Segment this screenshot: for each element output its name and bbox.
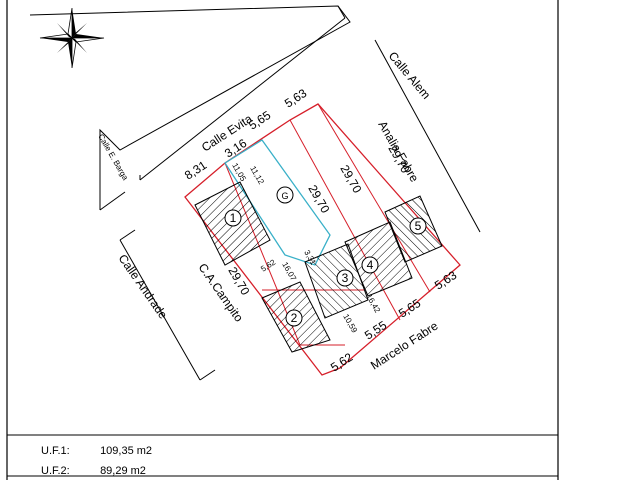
dim-bottom-5-62: 5,62 [328, 350, 355, 375]
lot-label-5: 5 [415, 219, 422, 233]
street-line-alem [374, 39, 481, 233]
lot-label-3: 3 [342, 271, 349, 285]
street-label-andrade: Calle Andrade [116, 252, 171, 322]
dim-right-29-70: 29,70 [337, 163, 364, 196]
lot-label-2: 2 [291, 311, 298, 325]
street-line-2 [139, 17, 346, 181]
street-line-5 [119, 229, 136, 241]
dim-top-5-63: 5,63 [282, 86, 309, 111]
lot-marker-1 [224, 209, 242, 227]
legend-label: U.F.1: [41, 445, 70, 457]
building-lot-4 [344, 221, 413, 297]
legend-value: 109,35 m2 [100, 445, 153, 457]
street-line-6 [199, 369, 216, 381]
dim-small-10-59: 10,59 [341, 313, 359, 335]
dim-bottom-5-63: 5,63 [432, 268, 459, 293]
dim-small-16-42: 16,42 [364, 293, 382, 315]
legend-label: U.F.2: [41, 465, 70, 477]
dim-top-8-31: 8,31 [182, 158, 209, 183]
lot-marker-g [276, 186, 294, 204]
street-line-evita [29, 5, 351, 210]
lot-marker-4 [361, 256, 379, 274]
lot-marker-3 [336, 269, 354, 287]
dim-bottom-5-55: 5,55 [362, 318, 389, 343]
street-label-barga: Calle E. Barga [96, 133, 130, 183]
dim-small-11-12: 11,12 [248, 165, 266, 187]
area-legend-row-2: U.F.2: 89,29 m2 [41, 465, 146, 477]
lot-label-g: G [281, 191, 288, 201]
street-line-1 [337, 5, 346, 19]
dim-small-5-62: 5,62 [259, 257, 277, 273]
dim-small-16-07: 16,07 [280, 261, 298, 283]
common-area-g [224, 139, 331, 266]
building-lot-3 [304, 243, 369, 319]
lot-label-1: 1 [230, 211, 237, 225]
lot-marker-2 [285, 309, 303, 327]
lot-label-4: 4 [367, 258, 374, 272]
street-label-alem: Calle Alem [386, 49, 434, 102]
compass-rose-icon [39, 7, 105, 69]
lot-marker-5 [409, 217, 427, 235]
lot-divider-3 [317, 103, 431, 293]
area-legend-row-1: U.F.1: 109,35 m2 [41, 445, 152, 457]
legend-value: 89,29 m2 [100, 465, 146, 477]
street-line-andrade [119, 239, 201, 381]
street-line-3 [99, 191, 126, 211]
dim-center-29-70: 29,70 [305, 183, 332, 216]
dim-top-5-65: 5,65 [246, 108, 273, 133]
dim-small-11-05: 11,05 [230, 162, 248, 184]
